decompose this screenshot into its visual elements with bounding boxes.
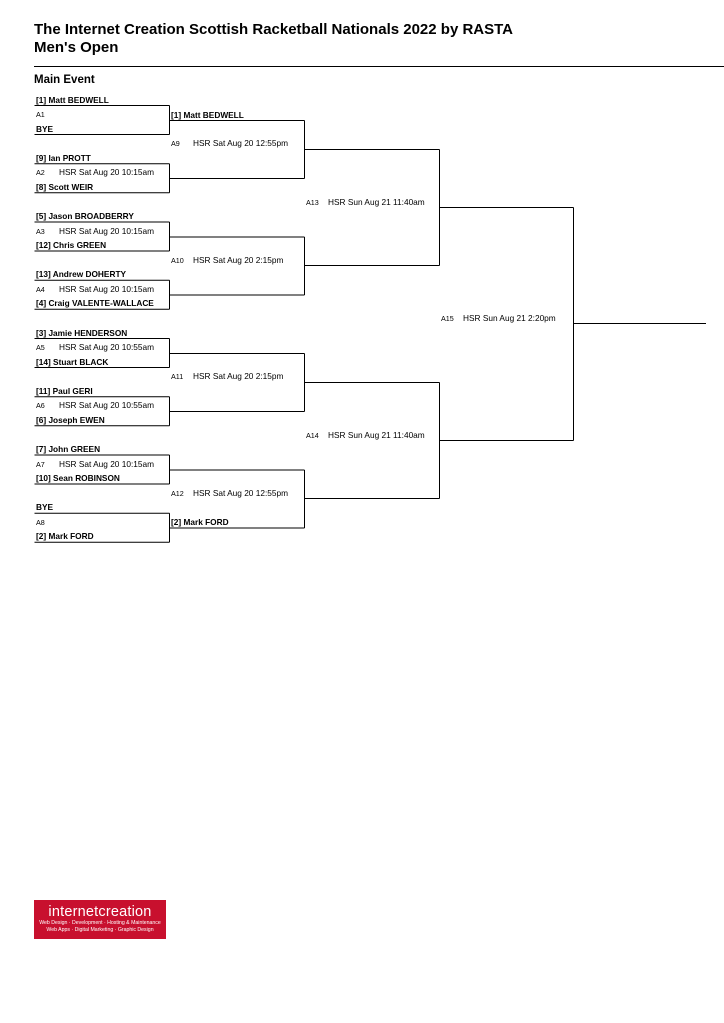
player-name: [7] John GREEN (36, 444, 101, 454)
logo-tagline-2: Web Apps · Digital Marketing · Graphic D… (46, 926, 154, 933)
match-schedule: HSR Sat Aug 20 10:15am (59, 458, 155, 469)
match-code: A7 (36, 459, 45, 469)
player-name: [3] Jamie HENDERSON (36, 327, 128, 338)
match-schedule: HSR Sat Aug 20 10:55am (59, 342, 155, 352)
player-name: [2] Mark FORD (36, 531, 94, 542)
player-name: [14] Stuart BLACK (36, 356, 109, 367)
match-schedule: HSR Sat Aug 20 10:15am (59, 167, 155, 178)
header-divider (34, 66, 724, 67)
player-name: [1] Matt BEDWELL (171, 109, 244, 120)
player-name: [8] Scott WEIR (36, 181, 94, 192)
player-name: [1] Matt BEDWELL (36, 94, 109, 105)
match-code: A4 (36, 284, 45, 294)
match-code: A5 (36, 343, 45, 352)
match-code: A10 (171, 255, 184, 265)
match-code: A6 (36, 401, 45, 411)
match-schedule: HSR Sun Aug 21 11:40am (328, 196, 425, 207)
match-schedule: HSR Sat Aug 20 10:15am (59, 225, 155, 236)
match-schedule: HSR Sun Aug 21 2:20pm (463, 313, 556, 323)
logo-wordmark: internetcreation (48, 904, 152, 920)
match-schedule: HSR Sat Aug 20 2:15pm (193, 254, 284, 265)
sponsor-logo: internetcreation Web Design · Developmen… (34, 900, 166, 939)
player-name: [2] Mark FORD (171, 517, 229, 527)
match-code: A1 (36, 110, 45, 119)
match-schedule: HSR Sat Aug 20 10:55am (59, 400, 155, 411)
match-schedule: HSR Sun Aug 21 11:40am (328, 429, 425, 440)
player-name: BYE (36, 502, 54, 513)
player-name: BYE (36, 123, 54, 134)
match-code: A14 (306, 430, 319, 440)
match-code: A15 (441, 314, 454, 323)
player-name: [11] Paul GERI (36, 385, 93, 396)
match-schedule: HSR Sat Aug 20 12:55pm (193, 487, 289, 498)
event-heading: Main Event (34, 74, 95, 86)
page-subtitle: Men's Open (34, 39, 119, 56)
match-code: A11 (171, 372, 184, 381)
logo-tagline-1: Web Design · Development · Hosting & Mai… (39, 920, 161, 926)
player-name: [12] Chris GREEN (36, 240, 107, 250)
page-title: The Internet Creation Scottish Racketbal… (34, 21, 514, 38)
player-name: [4] Craig VALENTE-WALLACE (36, 298, 154, 309)
match-code: A8 (36, 517, 45, 527)
match-code: A3 (36, 226, 45, 236)
player-name: [5] Jason BROADBERRY (36, 211, 134, 221)
player-name: [10] Sean ROBINSON (36, 473, 120, 483)
match-schedule: HSR Sat Aug 20 10:15am (59, 283, 155, 294)
match-code: A2 (36, 168, 45, 178)
player-name: [13] Andrew DOHERTY (36, 269, 127, 280)
match-code: A12 (171, 488, 184, 498)
match-schedule: HSR Sat Aug 20 12:55pm (193, 138, 289, 148)
match-code: A13 (306, 197, 319, 207)
match-code: A9 (171, 139, 180, 148)
player-name: [6] Joseph EWEN (36, 414, 105, 425)
player-name: [9] Ian PROTT (36, 152, 91, 163)
match-schedule: HSR Sat Aug 20 2:15pm (193, 371, 284, 381)
